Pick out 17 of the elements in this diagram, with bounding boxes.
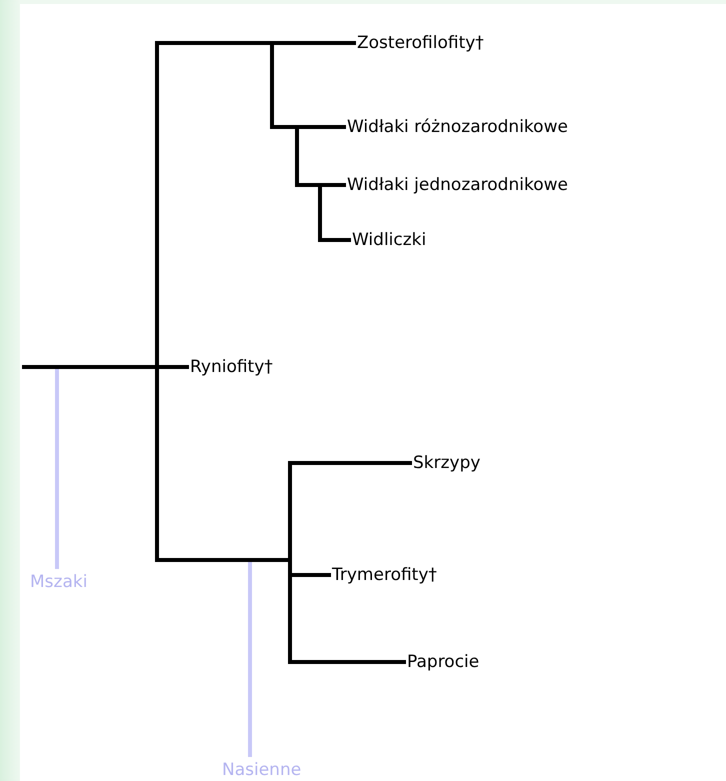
taxon-label: Widłaki jednozarodnikowe bbox=[347, 174, 568, 196]
side-branch-line bbox=[248, 562, 252, 757]
taxon-label: Widłaki różnozarodnikowe bbox=[347, 116, 568, 138]
taxon-label: Nasienne bbox=[222, 759, 302, 781]
branch-line bbox=[288, 461, 412, 465]
taxon-label: Zosterofilofity† bbox=[357, 32, 484, 54]
branch-line bbox=[288, 660, 406, 664]
taxon-label: Mszaki bbox=[30, 571, 88, 593]
taxon-label: Trymerofity† bbox=[332, 564, 437, 586]
taxon-label: Widliczki bbox=[352, 229, 426, 251]
branch-line bbox=[155, 365, 189, 369]
branch-line bbox=[288, 573, 331, 577]
taxon-label: Paprocie bbox=[407, 651, 480, 673]
taxon-label: Skrzypy bbox=[413, 452, 480, 474]
taxon-label: Ryniofity† bbox=[190, 356, 273, 378]
branch-line bbox=[318, 238, 351, 242]
side-branch-line bbox=[55, 369, 59, 569]
